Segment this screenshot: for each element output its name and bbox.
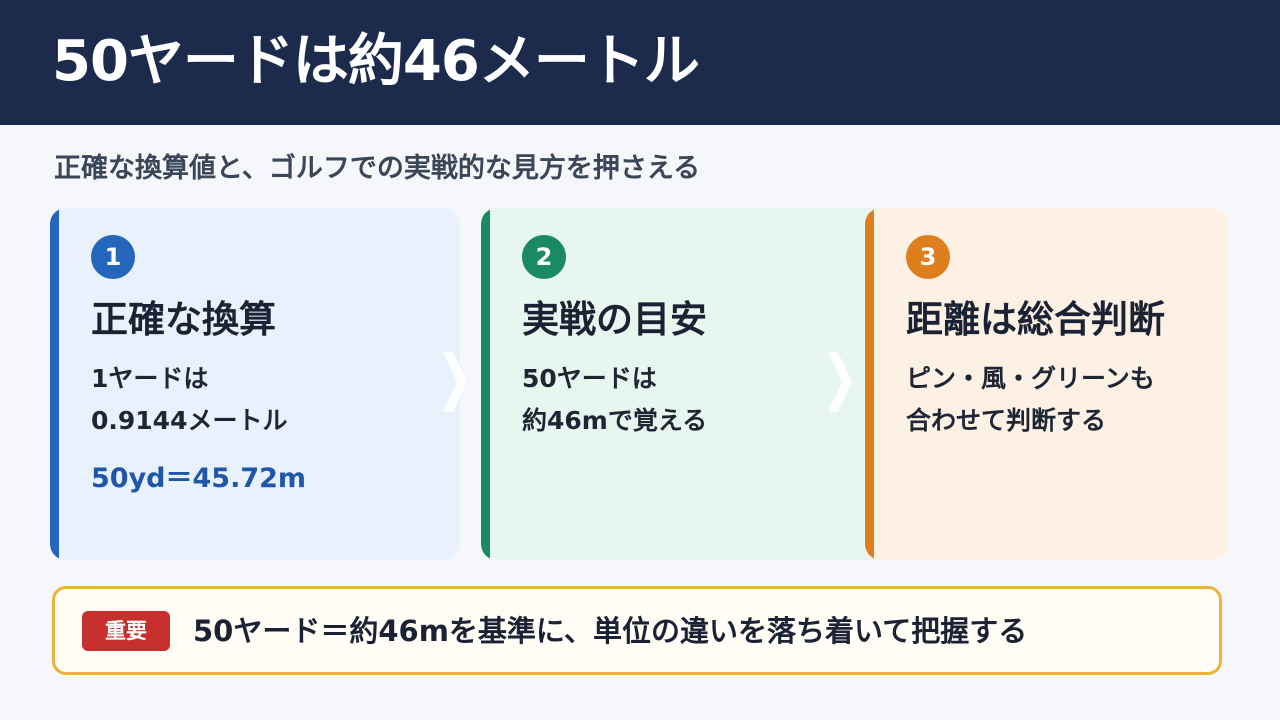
card-accent-bar — [481, 208, 490, 560]
important-badge: 重要 — [82, 611, 170, 651]
card-body: ピン・風・グリーンも 合わせて判断する — [906, 358, 1155, 442]
page-title: 50ヤードは約46メートル — [52, 29, 700, 94]
card-body-line: 約46mで覚える — [522, 406, 708, 435]
card-exact-conversion: 1 正確な換算 1ヤードは 0.9144メートル 50yd＝45.72m — [50, 208, 460, 560]
page-subtitle: 正確な換算値と、ゴルフでの実戦的な見方を押さえる — [54, 153, 701, 184]
header-bar: 50ヤードは約46メートル — [0, 0, 1280, 125]
card-accent-bar — [865, 208, 874, 560]
card-overall-judgment: 3 距離は総合判断 ピン・風・グリーンも 合わせて判断する — [865, 208, 1228, 560]
card-title: 実戦の目安 — [522, 298, 707, 341]
card-body-line: 合わせて判断する — [906, 406, 1107, 435]
card-accent-bar — [50, 208, 59, 560]
step-number-badge: 1 — [91, 235, 135, 279]
chevron-right-icon — [828, 352, 852, 412]
callout-text: 50ヤード＝約46mを基準に、単位の違いを落ち着いて把握する — [193, 614, 1028, 648]
card-body: 50ヤードは 約46mで覚える — [522, 358, 707, 442]
chevron-right-icon — [443, 352, 467, 412]
step-number-badge: 2 — [522, 235, 566, 279]
card-body-line: ピン・風・グリーンも — [906, 364, 1155, 393]
card-body-line: 0.9144メートル — [91, 406, 288, 435]
card-highlight-value: 50yd＝45.72m — [91, 463, 307, 494]
card-body-line: 1ヤードは — [91, 364, 209, 393]
card-title: 正確な換算 — [91, 298, 276, 341]
important-callout: 重要 50ヤード＝約46mを基準に、単位の違いを落ち着いて把握する — [52, 586, 1222, 675]
card-body: 1ヤードは 0.9144メートル — [91, 358, 287, 442]
card-title: 距離は総合判断 — [906, 298, 1165, 341]
step-number-badge: 3 — [906, 235, 950, 279]
card-body-line: 50ヤードは — [522, 364, 657, 393]
card-practical-guide: 2 実戦の目安 50ヤードは 約46mで覚える — [481, 208, 891, 560]
